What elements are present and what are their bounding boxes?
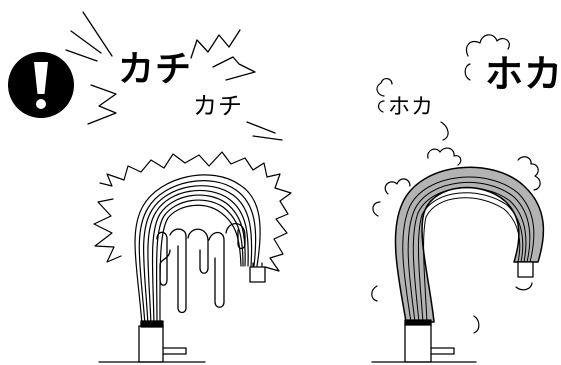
insulated-wire-strands bbox=[402, 176, 535, 323]
clicking-sound-large: カチ bbox=[118, 49, 193, 90]
insulated-wire-sheath bbox=[394, 166, 545, 323]
clicking-sound-small: カチ bbox=[193, 92, 243, 120]
exclamation-circle-icon bbox=[8, 52, 74, 118]
spark-outline bbox=[93, 151, 292, 272]
warm-sound-small: ホカ bbox=[388, 95, 435, 120]
melted-drips bbox=[156, 222, 246, 314]
terminal-block bbox=[98, 320, 206, 363]
spark-lines bbox=[65, 11, 283, 141]
steam-clouds bbox=[371, 34, 541, 334]
bare-wire-bundle bbox=[134, 174, 261, 326]
warm-sound-large: ホカ bbox=[485, 52, 561, 96]
wire-connector bbox=[249, 266, 266, 283]
terminal-block bbox=[371, 319, 477, 363]
wire-connector bbox=[517, 261, 534, 278]
